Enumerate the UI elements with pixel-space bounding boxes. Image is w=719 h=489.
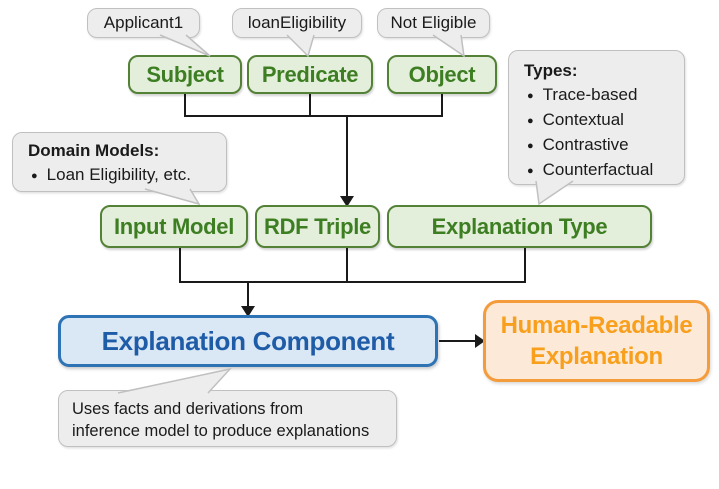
node-explanation-type: Explanation Type (387, 205, 652, 248)
types-item: Trace-based (524, 83, 676, 108)
object-value-label: Not Eligible (390, 13, 477, 32)
object-label: Object (408, 61, 476, 87)
callout-object-value: Not Eligible (377, 8, 490, 38)
domain-models-item: Loan Eligibility, etc. (28, 163, 218, 188)
explanation-component-label: Explanation Component (101, 325, 395, 356)
types-item: Contextual (524, 108, 676, 133)
node-explanation-component: Explanation Component (58, 315, 438, 367)
object-value-tail (432, 34, 465, 58)
callout-domain-models: Domain Models: Loan Eligibility, etc. (12, 132, 227, 192)
subject-label: Subject (146, 61, 224, 87)
types-title: Types: (524, 61, 578, 80)
human-readable-line: Human-Readable (500, 312, 693, 339)
node-subject: Subject (128, 55, 242, 94)
node-rdf-triple: RDF Triple (255, 205, 380, 248)
explanation-type-label: Explanation Type (431, 213, 608, 239)
node-object: Object (387, 55, 497, 94)
callout-subject-value: Applicant1 (87, 8, 200, 38)
types-item: Contrastive (524, 133, 676, 158)
predicate-value-tail (286, 34, 315, 58)
types-item: Counterfactual (524, 158, 676, 183)
input-model-label: Input Model (113, 213, 235, 239)
component-note-line: inference model to produce explanations (72, 422, 370, 440)
node-predicate: Predicate (247, 55, 373, 94)
types-list: Trace-based Contextual Contrastive Count… (524, 83, 676, 183)
subject-value-label: Applicant1 (103, 13, 184, 32)
callout-predicate-value: loanEligibility (232, 8, 362, 38)
human-readable-line: Explanation (530, 343, 663, 370)
predicate-label: Predicate (261, 61, 359, 87)
predicate-value-label: loanEligibility (247, 13, 347, 32)
domain-models-list: Loan Eligibility, etc. (28, 163, 218, 188)
component-note-line: Uses facts and derivations from (72, 400, 304, 418)
callout-types: Types: Trace-based Contextual Contrastiv… (508, 50, 685, 185)
subject-value-tail (159, 34, 211, 57)
callout-component-note: Uses facts and derivations from inferenc… (58, 390, 397, 447)
node-input-model: Input Model (100, 205, 248, 248)
rdf-triple-label: RDF Triple (263, 213, 371, 239)
domain-models-title: Domain Models: (28, 141, 160, 160)
node-human-readable-explanation: Human-Readable Explanation (483, 300, 710, 382)
